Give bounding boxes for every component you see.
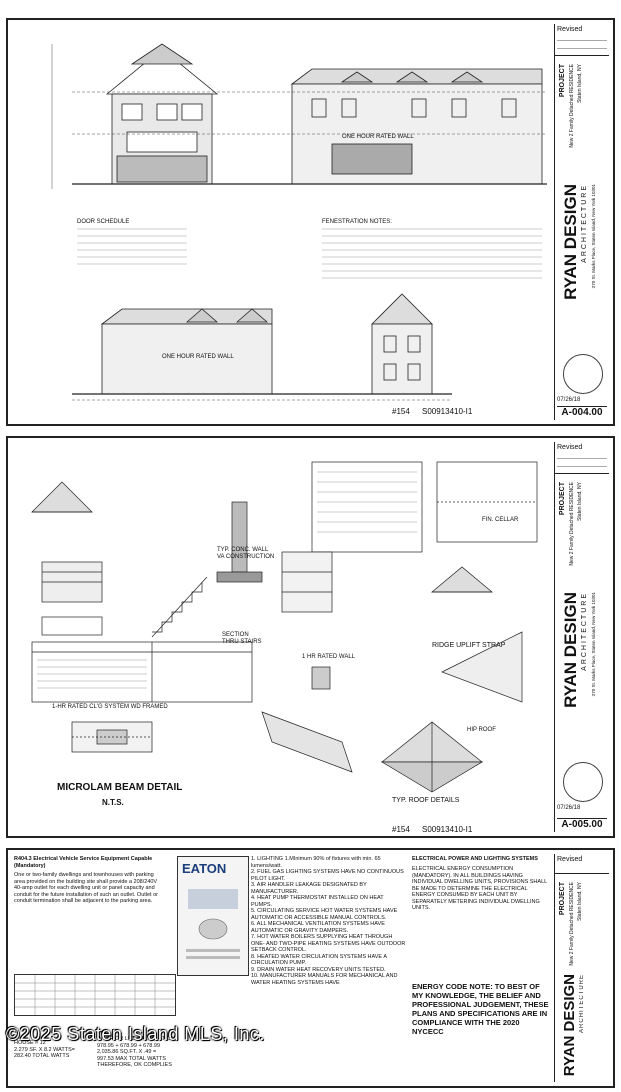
rated-wall-label-top: ONE HOUR RATED WALL [342,134,414,140]
rated-wall-label-bottom: ONE HOUR RATED WALL [162,354,234,360]
firm-address: 370 St. Marks Place, Staten Island, New … [591,184,596,289]
energy-code-note: ENERGY CODE NOTE: TO BEST OF MY KNOWLEDG… [412,982,549,1036]
project-label: PROJECT [559,482,566,516]
drawing-area-energy: R404.3 Electrical Vehicle Service Equipm… [12,854,551,1082]
firm-name: RYAN DESIGN [561,592,580,708]
revised-label: Revised [557,444,583,451]
requirement-item: 9. DRAIN WATER HEAT RECOVERY UNITS TESTE… [251,966,386,973]
sheet-energy: R404.3 Electrical Vehicle Service Equipm… [6,848,615,1088]
requirement-item: 8. HEATED WATER CIRCULATION SYSTEMS HAVE… [251,953,387,967]
firm-subtitle: ARCHITECTURE [581,184,588,263]
hip-roof-label: HIP ROOF [467,727,496,733]
drawing-area-elevations: ONE HOUR RATED WALL ONE HOUR RATED WALL … [12,24,551,420]
requirement-item: 5. CIRCULATING SERVICE HOT WATER SYSTEMS… [251,908,398,921]
beam-detail-title: MICROLAM BEAM DETAIL [57,782,183,793]
requirement-item: 3. AIR HANDLER LEAKAGE DESIGNATED BY MAN… [251,882,367,895]
ceiling-system-label: 1-HR RATED CL'G SYSTEM WD FRAMED [52,704,168,710]
ev-body: One or two-family dwellings and townhous… [14,872,159,904]
architect-seal-icon [563,354,603,394]
title-block: Revised PROJECT New 2 Family Detached RE… [554,442,609,832]
requirement-item: 4. HEAT PUMP THERMOSTAT INSTALLED ON HEA… [251,895,384,908]
firm-name: RYAN DESIGN [561,974,578,1077]
firm-name: RYAN DESIGN [561,184,580,300]
lighting-schedule-table [14,974,176,1016]
drawing-number: S00913410-I1 [422,825,473,834]
stair-section-label: SECTION THRU STAIRS [222,632,262,645]
interior-lpd-calculation: INTERIOR LPD CALCULATIONS 978.95 + 678.9… [97,1036,179,1068]
project-label: PROJECT [559,882,566,916]
revision-block: Revised [555,442,609,474]
ev-title: R404.3 Electrical Vehicle Service Equipm… [14,856,153,869]
project-description: New 2 Family Detached RESIDENCE [569,882,575,966]
elevation-drawings [51,43,547,401]
project-description: New 2 Family Detached RESIDENCE [569,64,575,148]
sheet-date: 07/26/18 [557,397,581,403]
lighting-body: ELECTRICAL ENERGY CONSUMPTION (MANDATORY… [412,866,547,911]
lighting-title: ELECTRICAL POWER AND LIGHTING SYSTEMS [412,856,538,862]
sheet-number: A-004.00 [557,406,607,418]
sheet-date: 07/26/18 [557,805,581,811]
sheet-number: A-005.00 [557,818,607,830]
firm-subtitle: ARCHITECTURE [581,592,588,671]
requirement-item: 2. FUEL GAS LIGHTING SYSTEMS HAVE NO CON… [251,869,404,882]
title-block: Revised PROJECT New 2 Family Detached RE… [554,24,609,420]
detail-drawings [31,461,538,793]
rated-wall-label: 1 HR RATED WALL [302,654,356,660]
drawing-number: S00913410-I1 [422,407,473,416]
house-calculation: HOUSE # 12 2.279 SF. X 8.2 WATTS= 282.40… [14,1040,75,1059]
fixture-image [186,889,240,959]
sheet-ref: #154 [392,825,410,834]
drawing-area-details: TYP. CONC. WALL VA CONSTRUCTION SECTION … [12,442,551,834]
cellar-label: FIN. CELLAR [482,517,519,523]
requirement-item: 7. HOT WATER BOILERS SUPPLYING HEAT THRO… [251,934,406,953]
sheet-elevations: ONE HOUR RATED WALL ONE HOUR RATED WALL … [6,18,615,426]
project-location: Staten Island, NY [577,882,583,921]
project-label: PROJECT [559,64,566,98]
mls-watermark: ©2025 Staten Island MLS, Inc. [6,1024,265,1044]
eaton-logo: EATON [182,861,227,876]
requirement-item: 6. ALL MECHANICAL VENTILATION SYSTEMS HA… [251,921,385,934]
project-location: Staten Island, NY [577,64,583,103]
eaton-spec-sheet: EATON [177,856,249,976]
numbered-requirements: 1. LIGHTING 1.MInimum 90% of fixtures wi… [251,856,406,1062]
roof-details-label: TYP. ROOF DETAILS [392,797,460,804]
sheet-ref: #154 [392,407,410,416]
project-description: New 2 Family Detached RESIDENCE [569,482,575,566]
requirement-item: 10. MANUFACTURER MANUALS FOR MECHANICAL … [251,973,398,986]
title-block: Revised PROJECT New 2 Family Detached RE… [554,854,609,1082]
revised-label: Revised [557,856,583,863]
schedule-grid [15,975,175,1015]
ridge-strap-label: RIDGE UPLIFT STRAP [432,642,506,649]
firm-address: 370 St. Marks Place, Staten Island, New … [591,592,596,697]
requirement-item: 1. LIGHTING 1.MInimum 90% of fixtures wi… [251,856,381,869]
concrete-wall-label: TYP. CONC. WALL VA CONSTRUCTION [217,547,275,560]
firm-subtitle: ARCHITECTURE [579,974,585,1034]
sheet-details: TYP. CONC. WALL VA CONSTRUCTION SECTION … [6,436,615,838]
project-location: Staten Island, NY [577,482,583,521]
fenestration-notes-title: FENESTRATION NOTES: [322,219,392,225]
revision-block: Revised [555,854,609,874]
revised-label: Revised [557,26,583,33]
door-schedule-title: DOOR SCHEDULE [77,219,130,225]
revision-block: Revised [555,24,609,56]
beam-detail-scale: N.T.S. [102,798,124,807]
architect-seal-icon [563,762,603,802]
